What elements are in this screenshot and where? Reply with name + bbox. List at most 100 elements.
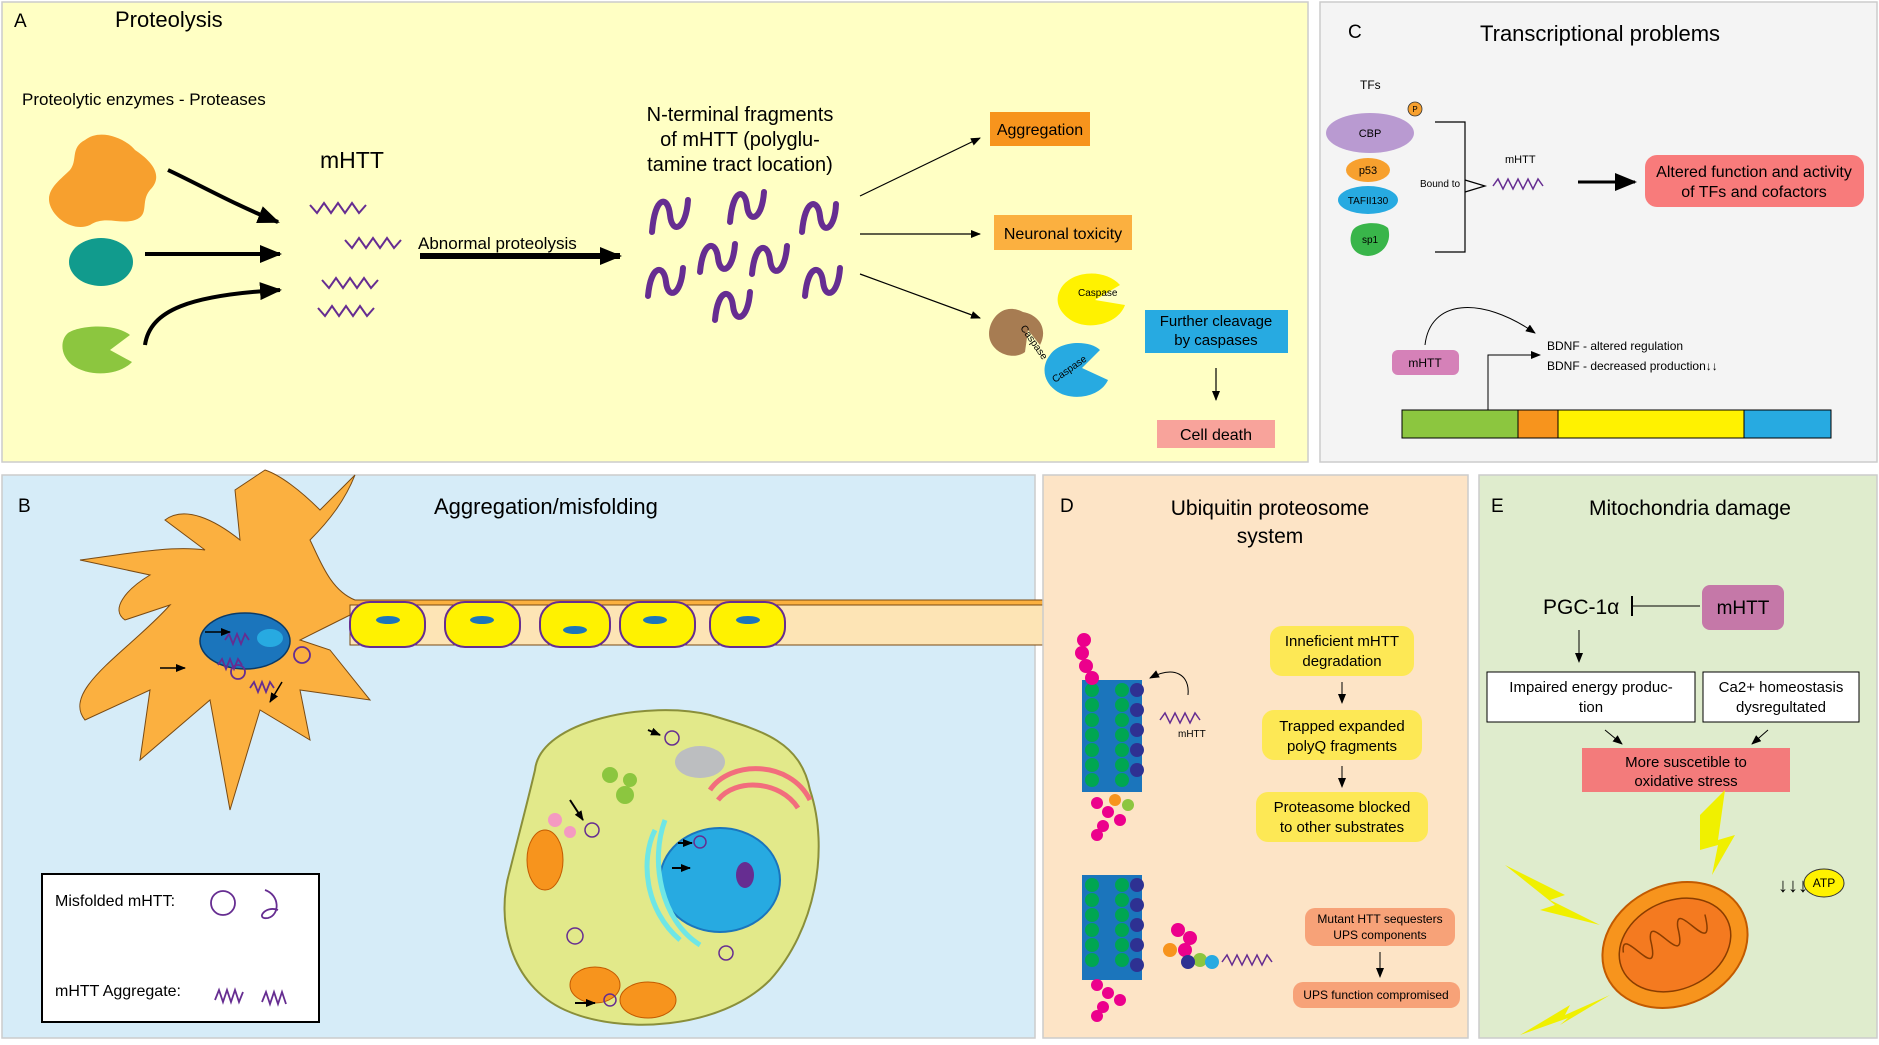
panel-b: B Aggregation/misfolding	[1, 469, 1231, 1039]
neuron-body	[79, 469, 1231, 811]
sp1-label: sp1	[1362, 235, 1379, 246]
legend-aggregate-icon	[214, 987, 287, 1007]
vesicle-grey	[675, 746, 725, 778]
panel-d-title-line2: system	[1237, 525, 1304, 548]
protease-green-shape	[62, 326, 132, 374]
legend-misfolded-label: Misfolded mHTT:	[55, 893, 175, 910]
arrow-to-caspases	[859, 273, 981, 319]
arrow-ca-to-oxid	[1751, 729, 1769, 745]
blocked-line2: to other substrates	[1280, 819, 1404, 836]
enzymes-label: Proteolytic enzymes - Proteases	[22, 90, 266, 109]
phosphate-shape	[1407, 101, 1423, 117]
oxid-box	[1582, 748, 1790, 792]
fragments-line3: tamine tract location)	[647, 154, 833, 176]
ineff-box	[1270, 626, 1414, 676]
promoter-to-bdnf-arrow	[1487, 351, 1541, 410]
cell-aggregates	[566, 730, 734, 1007]
altered-box	[1645, 155, 1864, 207]
mhtt-label-d: mHTT	[1178, 729, 1206, 740]
mitochondrion-1	[526, 829, 564, 891]
legend-misfolded-icon	[210, 889, 279, 919]
compromised-label: UPS function compromised	[1303, 988, 1448, 1002]
panel-e-letter: E	[1491, 496, 1504, 517]
cell-arrow-1	[647, 727, 661, 736]
panel-c: C Transcriptional problems TFs CBP P p53…	[1319, 1, 1878, 463]
mhtt-box-c-label: mHTT	[1408, 356, 1442, 370]
blocked-box	[1256, 792, 1428, 842]
mitochondrion-2	[569, 966, 621, 1004]
arrow-energy-to-oxid	[1604, 729, 1623, 745]
panel-d-letter: D	[1060, 496, 1074, 517]
tf-bracket	[1435, 121, 1466, 253]
mhtt-to-proteasome-arrow	[1149, 670, 1189, 696]
atp-down-arrows: ↓↓↓	[1778, 875, 1808, 897]
toxicity-box	[994, 215, 1132, 250]
tf-bracket-tip	[1464, 179, 1488, 193]
oxid-line2: oxidative stress	[1634, 773, 1737, 790]
mhtt-squiggle-d	[1159, 711, 1201, 725]
cell-death-box	[1157, 420, 1275, 448]
proteasome-2	[1082, 875, 1144, 1022]
protease-arrow-top	[167, 168, 280, 224]
mhtt-label-a: mHTT	[320, 147, 384, 173]
panel-e-title: Mitochondria damage	[1589, 497, 1791, 520]
cell-arrow-2	[569, 799, 584, 821]
energy-box	[1486, 671, 1696, 723]
cbp-shape	[1326, 113, 1414, 153]
proteasome-2-dark	[1130, 878, 1144, 972]
ineff-line2: degradation	[1302, 653, 1381, 670]
proteasome-2-ring	[1085, 878, 1129, 967]
cleavage-line2: by caspases	[1174, 332, 1257, 349]
aggregation-label: Aggregation	[997, 122, 1083, 139]
cleavage-line1: Further cleavage	[1160, 313, 1273, 330]
mhtt-squiggle-c	[1492, 177, 1544, 191]
sequesters-line2: UPS components	[1333, 928, 1426, 942]
sequestered-ubiquitin	[1163, 923, 1219, 969]
proteasome-1-dark	[1130, 683, 1144, 777]
arrow-to-aggregation	[859, 137, 981, 197]
mitochondrion-3	[619, 981, 677, 1019]
cbp-label: CBP	[1359, 128, 1382, 140]
sequesters-box	[1305, 908, 1455, 946]
p53-shape	[1346, 158, 1390, 182]
panel-d: D Ubiquitin proteosome system mHTT	[1042, 474, 1469, 1039]
cleavage-box	[1145, 310, 1288, 353]
aggregation-box	[990, 112, 1090, 146]
caspase-yellow-shape	[1057, 273, 1125, 326]
golgi	[707, 766, 813, 810]
fragments-line2: of mHTT (polyglu-	[660, 129, 820, 151]
atp-label: ATP	[1813, 876, 1835, 890]
sp1-shape	[1350, 223, 1390, 256]
energy-line1: Impaired energy produc-	[1509, 679, 1672, 696]
fragments-line1: N-terminal fragments	[647, 104, 834, 126]
blocked-line1: Proteasome blocked	[1274, 799, 1411, 816]
nucleolus	[257, 629, 283, 647]
ca-line1: Ca2+ homeostasis	[1719, 679, 1844, 696]
green-vesicles	[602, 767, 637, 804]
toxicity-label: Neuronal toxicity	[1004, 226, 1122, 243]
pink-vesicles	[548, 813, 576, 838]
ca-line2: dysregultated	[1736, 699, 1826, 716]
panel-c-background	[1319, 1, 1878, 463]
panel-a: A Proteolysis Proteolytic enzymes - Prot…	[1, 1, 1309, 463]
proteasome-1-ring	[1085, 683, 1129, 787]
gene-bar	[1401, 409, 1832, 439]
compromised-box	[1293, 982, 1460, 1008]
proteasome-1	[1075, 633, 1144, 841]
panel-c-letter: C	[1348, 22, 1362, 43]
p53-label: p53	[1359, 165, 1377, 177]
schwann-nuclei	[376, 616, 760, 634]
cell-death-label: Cell death	[1180, 427, 1252, 444]
trapped-line2: polyQ fragments	[1287, 738, 1397, 755]
mhtt-box-e	[1702, 585, 1784, 630]
protease-arrow-bottom	[143, 282, 282, 346]
tfs-label: TFs	[1360, 78, 1381, 92]
trapped-line1: Trapped expanded	[1279, 718, 1404, 735]
cell	[503, 709, 820, 1026]
panel-e: E Mitochondria damage PGC-1α mHTT Impair…	[1478, 474, 1878, 1039]
mhtt-label-c: mHTT	[1505, 154, 1536, 166]
sequesters-line1: Mutant HTT sequesters	[1317, 912, 1442, 926]
caspase-yellow-label: Caspase	[1078, 288, 1118, 299]
phosphate-label: P	[1412, 105, 1417, 114]
